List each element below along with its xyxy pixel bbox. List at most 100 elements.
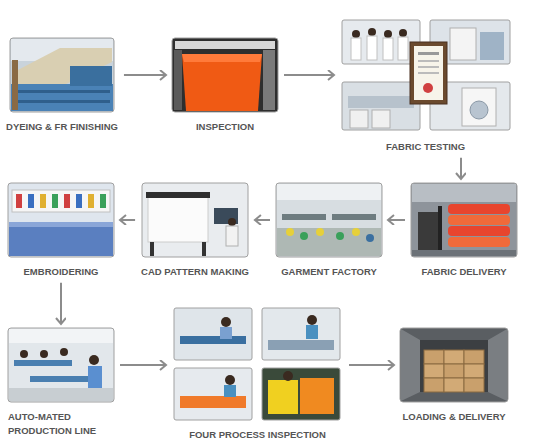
loading-photo-part <box>464 350 484 364</box>
production-line-photo-part <box>8 328 114 402</box>
fabric-testing-collage-part <box>367 36 377 60</box>
photo-frame <box>8 183 114 257</box>
production-line-photo-part <box>40 350 48 358</box>
dyeing-photo-part <box>70 66 112 86</box>
four-process-collage <box>174 308 340 420</box>
embroidering-photo-part <box>88 194 94 208</box>
flow-arrow <box>120 219 135 221</box>
four-process-collage-part <box>180 396 246 408</box>
embroidering-photo-part <box>8 183 114 257</box>
dyeing-photo <box>10 38 114 112</box>
fabric-testing-collage-part <box>352 30 360 38</box>
four-process-collage-part <box>268 380 298 414</box>
step-label: CAD PATTERN MAKING <box>141 265 249 279</box>
loading-photo-part <box>424 350 444 364</box>
garment-factory-photo-part <box>286 228 294 236</box>
step-label: LOADING & DELIVERY <box>400 410 508 424</box>
cad-pattern-photo-part <box>228 218 236 226</box>
flow-arrow <box>460 158 462 179</box>
four-process-collage-part <box>180 336 246 344</box>
fabric-testing-collage-part <box>418 66 439 68</box>
step-label: FABRIC DELIVERY <box>411 265 517 279</box>
garment-factory-photo <box>276 183 382 257</box>
process-step: LOADING & DELIVERY <box>400 328 508 424</box>
dyeing-photo-part <box>14 90 110 93</box>
process-step: DYEING & FR FINISHING <box>6 38 118 134</box>
fabric-delivery-photo <box>411 183 517 257</box>
fabric-delivery-photo-part <box>448 204 510 214</box>
photo-frame <box>172 306 343 420</box>
production-line-photo-part <box>20 350 28 358</box>
four-process-collage-part <box>225 375 235 385</box>
four-process-collage-part <box>174 368 252 420</box>
inspection-photo-part <box>175 41 275 49</box>
four-process-collage-part <box>221 317 231 327</box>
production-line-photo-part <box>9 329 113 343</box>
embroidering-photo-part <box>52 194 58 208</box>
fabric-testing-collage-part <box>418 60 439 62</box>
embroidering-photo-part <box>100 194 106 208</box>
production-line-photo-part <box>89 355 99 365</box>
fabric-testing-collage <box>342 20 510 130</box>
process-step: CAD PATTERN MAKING <box>141 183 249 279</box>
dyeing-photo-part <box>10 38 114 112</box>
process-step: AUTO-MATED PRODUCTION LINE <box>8 328 114 438</box>
loading-photo-part <box>424 364 444 378</box>
inspection-photo-part <box>182 54 262 111</box>
fabric-testing-collage-part <box>470 101 488 119</box>
cad-pattern-photo-part <box>142 183 248 257</box>
fabric-delivery-photo-part <box>438 206 442 256</box>
cad-pattern-photo <box>142 183 248 257</box>
four-process-collage-part <box>262 308 340 360</box>
loading-photo <box>400 328 508 402</box>
photo-frame <box>142 183 248 257</box>
garment-factory-photo-part <box>276 183 382 257</box>
fabric-testing-collage-part <box>342 82 420 130</box>
fabric-delivery-photo-part <box>411 183 517 257</box>
fabric-delivery-photo-part <box>448 226 510 236</box>
garment-factory-photo-part <box>277 184 381 200</box>
loading-photo-part <box>420 340 488 392</box>
flow-arrow <box>284 74 334 76</box>
fabric-testing-collage-part <box>368 28 376 36</box>
fabric-testing-collage-part <box>414 46 443 100</box>
step-label: FABRIC TESTING <box>340 140 511 154</box>
inspection-photo-part <box>263 50 275 110</box>
embroidering-photo <box>8 183 114 257</box>
loading-photo-part <box>444 378 464 392</box>
four-process-collage-part <box>224 385 236 397</box>
inspection-photo-part <box>182 54 262 62</box>
loading-photo-part <box>488 329 507 401</box>
process-step: GARMENT FACTORY <box>276 183 382 279</box>
four-process-collage-part <box>306 325 318 339</box>
process-step: FABRIC TESTING <box>340 18 511 154</box>
fabric-delivery-photo-part <box>448 237 510 247</box>
production-line-photo <box>8 328 114 402</box>
photo-frame <box>400 328 508 402</box>
step-label: GARMENT FACTORY <box>276 265 382 279</box>
embroidering-photo-part <box>64 194 70 208</box>
dyeing-photo-part <box>11 84 113 111</box>
photo-frame <box>340 18 511 132</box>
process-step: EMBROIDERING <box>8 183 114 279</box>
process-step: INSPECTION <box>172 38 278 134</box>
fabric-testing-collage-part <box>383 38 393 60</box>
loading-photo-part <box>424 378 444 392</box>
four-process-collage-part <box>307 315 317 325</box>
dyeing-photo-part <box>14 100 110 103</box>
fabric-testing-collage-part <box>342 20 420 64</box>
photo-frame <box>276 183 382 257</box>
flow-arrow <box>255 219 270 221</box>
garment-factory-photo-part <box>316 228 324 236</box>
garment-factory-photo-part <box>282 214 326 220</box>
fabric-testing-collage-part <box>480 32 504 60</box>
four-process-collage-part <box>262 368 340 420</box>
cad-pattern-photo-part <box>226 226 238 246</box>
embroidering-photo-part <box>16 194 22 208</box>
fabric-testing-collage-part <box>398 37 408 60</box>
loading-photo-part <box>444 364 464 378</box>
production-line-photo-part <box>9 388 113 401</box>
photo-frame <box>172 38 278 112</box>
